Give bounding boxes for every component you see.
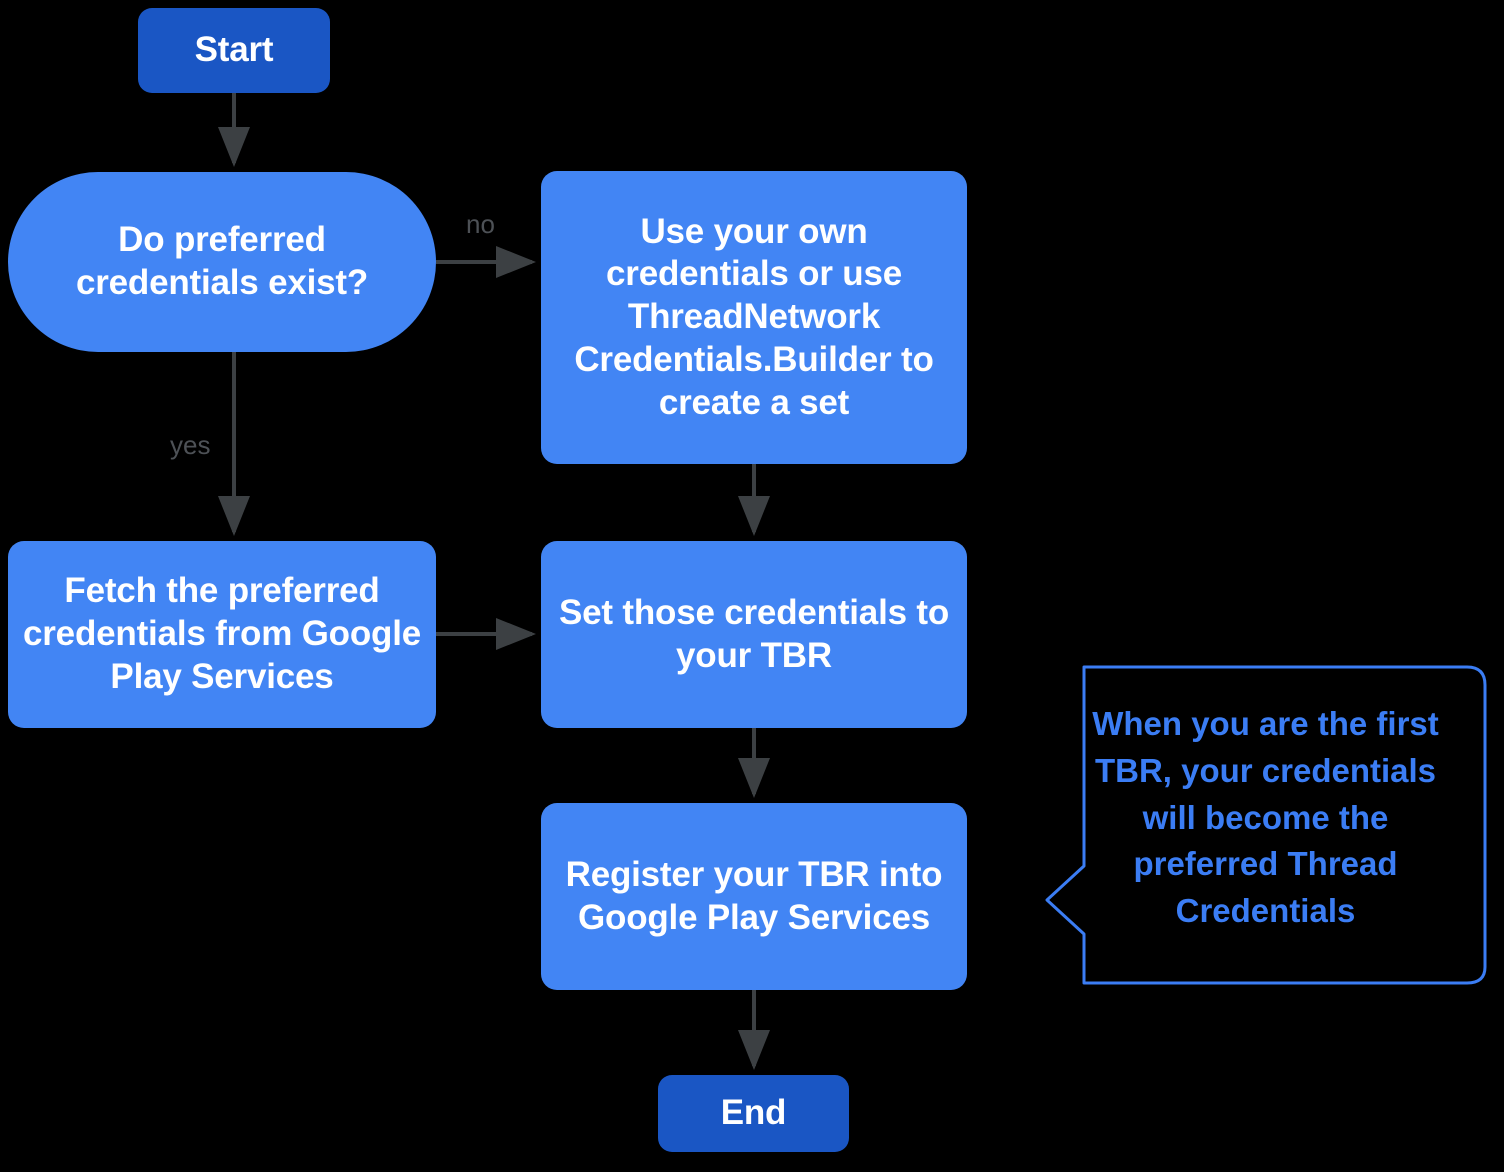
- node-end[interactable]: End: [658, 1075, 849, 1152]
- callout-note: When you are the first TBR, your credent…: [1044, 651, 1487, 985]
- node-decision-label: Do preferred credentials exist?: [75, 220, 369, 302]
- node-register-label: Register your TBR into Google Play Servi…: [565, 854, 943, 937]
- node-set-credentials-label: Set those credentials to your TBR: [558, 592, 950, 675]
- node-start[interactable]: Start: [138, 8, 330, 93]
- node-set-credentials-to-tbr[interactable]: Set those credentials to your TBR: [541, 541, 967, 728]
- node-use-own-credentials-label: Use your own credentials or use ThreadNe…: [574, 211, 934, 422]
- edge-label-yes: yes: [170, 430, 211, 460]
- node-end-label: End: [720, 1093, 787, 1133]
- node-start-label: Start: [194, 30, 274, 70]
- node-use-own-credentials[interactable]: Use your own credentials or use ThreadNe…: [541, 171, 967, 464]
- node-fetch-preferred-credentials[interactable]: Fetch the preferred credentials from Goo…: [8, 541, 436, 728]
- node-register-tbr[interactable]: Register your TBR into Google Play Servi…: [541, 803, 967, 990]
- node-decision-preferred-credentials[interactable]: Do preferred credentials exist?: [8, 172, 436, 352]
- edge-label-no: no: [466, 209, 495, 239]
- node-fetch-label: Fetch the preferred credentials from Goo…: [23, 571, 421, 696]
- callout-note-text: When you are the first TBR, your credent…: [1092, 704, 1439, 930]
